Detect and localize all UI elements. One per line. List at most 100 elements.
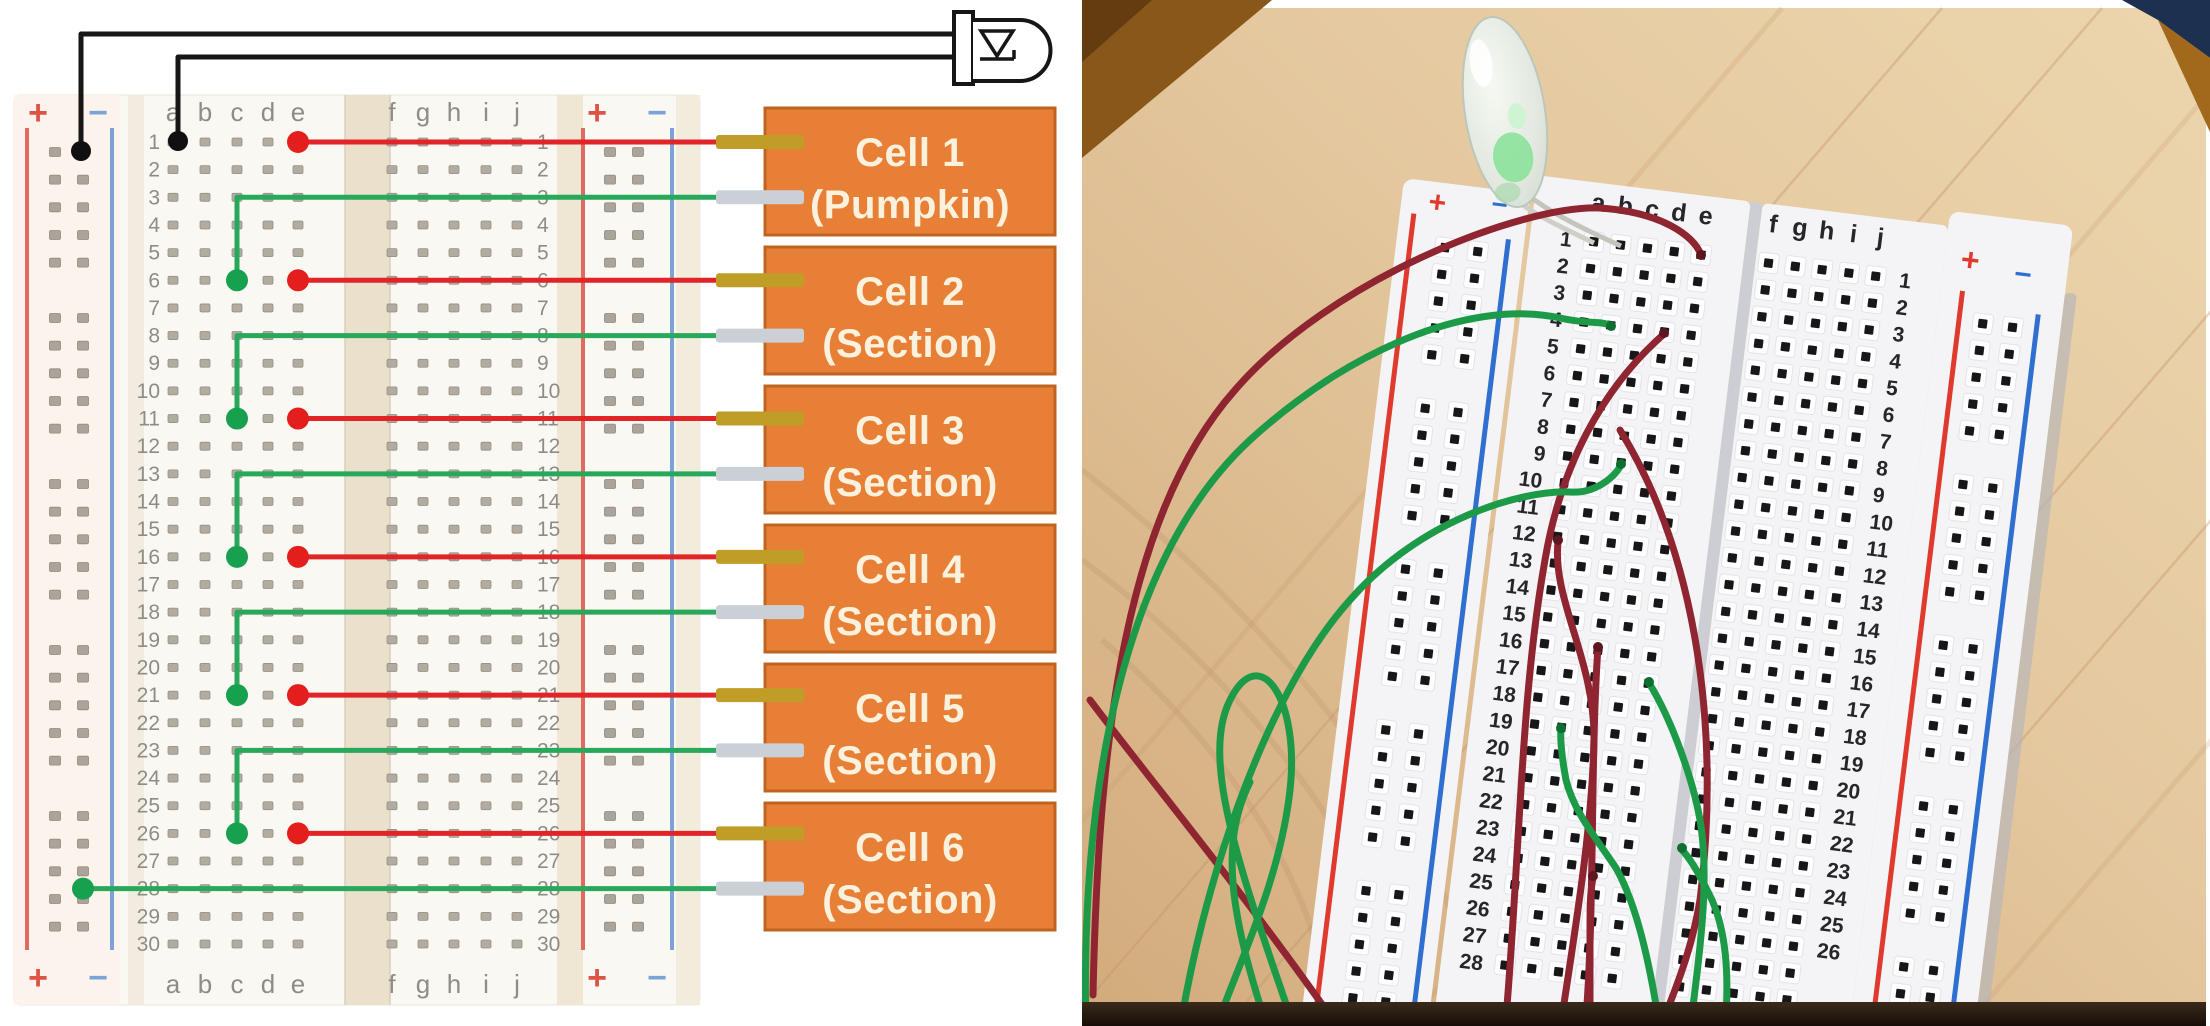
svg-text:5: 5 [148,242,160,265]
wire-plug-point [1644,677,1654,687]
svg-text:25: 25 [1468,869,1494,895]
svg-text:12: 12 [1862,564,1888,590]
svg-text:28: 28 [1458,950,1484,976]
svg-text:24: 24 [537,767,561,790]
svg-text:20: 20 [1835,778,1861,804]
svg-text:1: 1 [1898,269,1913,293]
green-wire-dot [226,822,248,845]
cell-label-box [763,801,1057,932]
svg-text:9: 9 [537,352,549,375]
svg-text:7: 7 [1539,388,1553,412]
cell-connection-3: Cell 3(Section) [226,384,1057,568]
red-wire-gold-tip [716,549,804,564]
svg-text:g: g [416,969,430,999]
svg-text:18: 18 [1842,725,1868,751]
svg-text:26: 26 [1816,939,1842,965]
green-wire-silver-tip [716,190,804,205]
svg-text:17: 17 [1845,698,1871,724]
svg-text:d: d [261,969,275,999]
background-object-navy [2122,0,2210,58]
red-wire-gold-tip [716,135,804,149]
green-wire-8 [1082,310,1615,1026]
svg-text:+: + [1427,185,1448,220]
cell-connection-2: Cell 2(Section) [226,245,1057,430]
red-wire-gold-tip [716,273,804,288]
jumper-wires [1082,204,1731,1026]
svg-text:5: 5 [1885,376,1900,400]
svg-text:15: 15 [1501,601,1527,627]
svg-text:13: 13 [1858,591,1884,617]
svg-text:3: 3 [1552,281,1566,305]
svg-text:j: j [513,97,520,127]
svg-text:23: 23 [1826,859,1852,885]
svg-text:11: 11 [138,408,160,431]
maroon-wire-7 [1086,696,1342,1026]
a1-connection-dot [168,131,188,151]
svg-text:g: g [1791,213,1810,243]
background-object-amber [2158,20,2210,132]
svg-text:2: 2 [1555,254,1569,278]
svg-text:f: f [388,969,396,999]
svg-text:h: h [447,97,461,127]
wire-plug-point [1616,459,1626,469]
svg-text:9: 9 [1872,484,1886,508]
green-wire-silver-tip [716,743,804,758]
svg-text:14: 14 [137,491,161,514]
svg-text:25: 25 [1819,912,1845,938]
svg-text:14: 14 [537,491,561,514]
cell-label-box [763,245,1057,376]
svg-text:j: j [513,969,520,999]
svg-text:25: 25 [537,795,560,818]
svg-text:26: 26 [1465,896,1491,922]
cell-label-box [763,523,1057,654]
board-seam [1643,201,1763,1026]
svg-text:−: − [647,959,667,997]
svg-text:14: 14 [1504,575,1530,601]
cell-label-title: Cell 3 [855,409,965,453]
cell-label-subtitle: (Section) [822,322,998,366]
table-corner-shadow [1082,0,1272,158]
svg-text:−: − [88,959,108,997]
svg-text:2: 2 [537,159,549,182]
svg-text:27: 27 [137,850,160,873]
green-wire-11 [1228,778,1271,1026]
cell-connection-5: Cell 5(Section) [226,662,1057,845]
wire-plug-point [1696,250,1706,260]
cell-connection-6: Cell 6(Section) [72,801,1057,932]
svg-text:30: 30 [137,933,160,956]
led-green-glow [1493,132,1534,183]
cell-label-title: Cell 1 [855,131,965,175]
green-wire-dot [72,877,94,900]
svg-text:20: 20 [137,656,160,679]
svg-text:29: 29 [537,905,560,928]
svg-text:h: h [1818,216,1837,246]
green-wire-silver-tip [716,605,804,620]
board-stack-edge [1968,292,2077,1026]
svg-text:19: 19 [1488,709,1514,735]
svg-text:j: j [1874,223,1885,252]
svg-text:b: b [198,969,212,999]
svg-text:f: f [388,97,396,127]
svg-text:13: 13 [1508,548,1534,574]
led-symbol [952,10,1053,86]
svg-text:12: 12 [137,435,160,458]
power-rail-lines [25,128,674,950]
svg-text:22: 22 [1478,789,1504,815]
svg-text:10: 10 [1518,467,1544,493]
svg-text:+: + [28,94,48,132]
svg-text:e: e [291,97,305,127]
rail-polarity-labels: ++++−−−− [28,94,667,997]
svg-text:2: 2 [148,159,160,182]
cell-label-box [763,662,1057,793]
svg-text:30: 30 [537,933,560,956]
svg-text:19: 19 [137,629,160,652]
svg-text:24: 24 [137,767,161,790]
svg-text:17: 17 [537,573,560,596]
svg-text:19: 19 [1839,752,1865,778]
cell-label-box [763,384,1057,515]
svg-text:−: − [88,94,108,132]
red-wire-dot [287,131,309,153]
